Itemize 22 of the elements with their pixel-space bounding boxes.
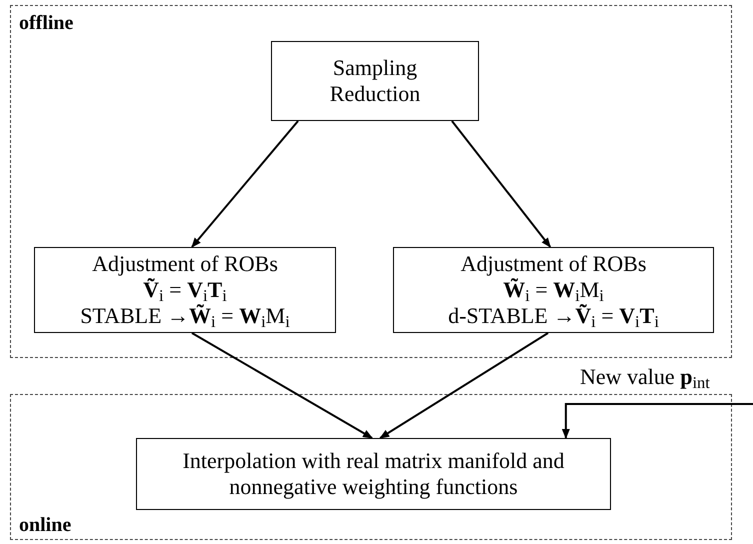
process-box (136, 438, 611, 510)
box-text: Adjustment of ROBs (460, 251, 646, 277)
box-text: Interpolation with real matrix manifold and nonnegative weighting functions (182, 448, 566, 500)
region-label: offline (19, 13, 74, 33)
process-box (393, 247, 714, 333)
arrow (451, 120, 552, 248)
arrow (191, 120, 299, 248)
box-text: Ṽ$_{i}$ = V$_{i}$T$_{i}$ (143, 277, 227, 303)
arrow (191, 332, 373, 439)
box-text: d-STABLE →Ṽ$_{i}$ = V$_{i}$T$_{i}$ (448, 303, 659, 329)
edge-label: New value p$_{int}$ (580, 366, 710, 388)
dashed-region (10, 5, 732, 358)
dashed-region (10, 394, 732, 540)
region-label: online (19, 515, 72, 535)
process-box (34, 247, 336, 333)
process-box (271, 41, 479, 121)
arrow (379, 332, 549, 439)
box-text: Adjustment of ROBs (92, 251, 278, 277)
box-text: W̃$_{i}$ = W$_{i}$M$_{i}$ (503, 277, 604, 303)
arrow (562, 403, 753, 439)
box-text: Sampling Reduction (328, 55, 422, 107)
box-text: STABLE →W̃$_{i}$ = W$_{i}$M$_{i}$ (80, 303, 290, 329)
